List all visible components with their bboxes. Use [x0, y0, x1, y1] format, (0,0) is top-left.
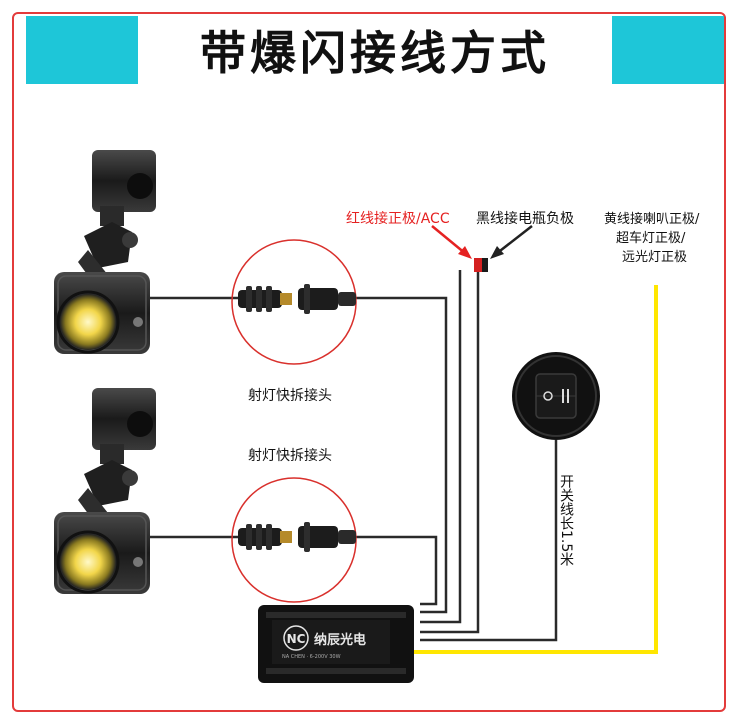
brand-logo: NC [283, 625, 309, 651]
connector-label-top: 射灯快拆接头 [248, 387, 332, 404]
quick-connector-female-top [298, 284, 356, 314]
black-wire-label: 黑线接电瓶负极 [476, 210, 574, 227]
red-wire-tip [474, 258, 482, 272]
connector-callout-top [231, 239, 357, 365]
brand-logo-text: NC [287, 632, 306, 646]
black-wire-tip [482, 258, 488, 272]
power-cable [420, 270, 480, 634]
switch-cable [420, 440, 558, 642]
yellow-wire-label-1: 黄线接喇叭正极/ [604, 211, 700, 227]
yellow-wire-label-2: 超车灯正极/ [616, 230, 686, 246]
rocker-switch [512, 352, 600, 440]
quick-connector-male-top [238, 286, 292, 312]
page-title: 带爆闪接线方式 [200, 26, 550, 80]
switch-on-icon [562, 389, 564, 403]
top-lamp-cable [150, 296, 448, 614]
red-wire-label: 红线接正极/ACC [346, 210, 450, 227]
red-wire-arrow [431, 225, 472, 259]
yellow-wire [412, 285, 658, 654]
connector-callout-bottom [231, 477, 357, 603]
controller-brand-text: 纳辰光电 [314, 632, 366, 648]
lamp-lens-top [60, 294, 116, 350]
lamp-lens-bottom [60, 534, 116, 590]
title-box: 带爆闪接线方式 [138, 16, 612, 84]
outer-frame [12, 12, 726, 712]
switch-cable-length-label: 开关线长1.5米 [558, 474, 574, 567]
switch-off-icon [543, 391, 553, 401]
black-wire-arrow [490, 225, 533, 259]
connector-label-bottom: 射灯快拆接头 [248, 447, 332, 464]
quick-connector-female-bottom [298, 522, 356, 552]
bottom-lamp-cable [150, 535, 438, 606]
spotlight-bottom [54, 388, 156, 594]
controller-box: NC 纳辰光电 NA CHEN · 6-200V 30W [258, 605, 414, 683]
quick-connector-male-bottom [238, 524, 292, 550]
controller-small-print: NA CHEN · 6-200V 30W [282, 654, 341, 660]
spotlight-top [54, 150, 156, 354]
yellow-wire-label-3: 远光灯正极 [622, 250, 687, 265]
